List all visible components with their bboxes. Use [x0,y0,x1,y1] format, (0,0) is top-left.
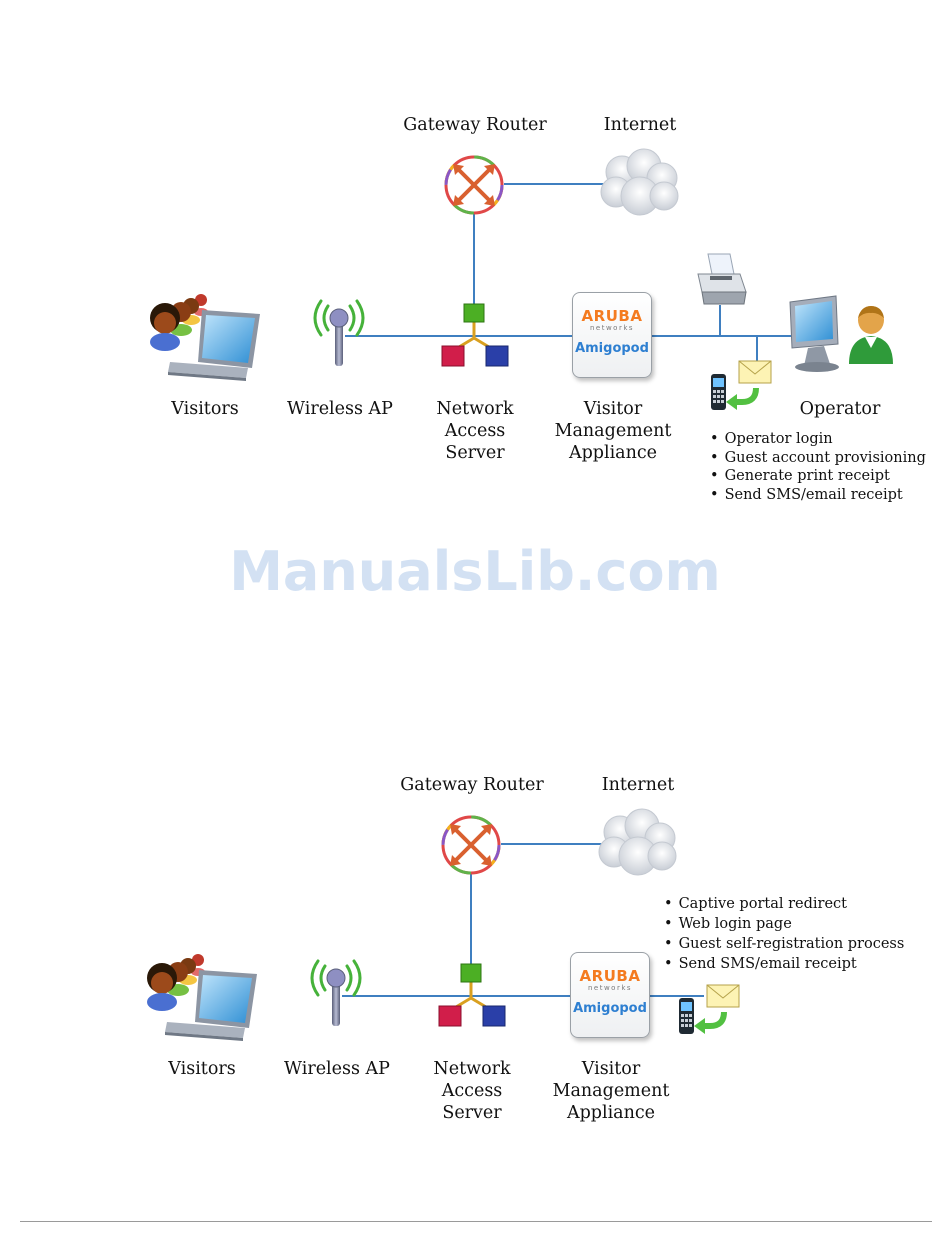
visitors-icon [150,294,208,351]
visitors-icon [147,954,205,1011]
list-item: Send SMS/email receipt [710,486,926,505]
diagram-operator-provisioning: Gateway Router Internet Visitors Wireles… [0,100,950,540]
router-icon [444,155,504,215]
wireless-ap-icon [313,299,365,366]
envelope-icon [738,360,772,384]
visitors-label: Visitors [168,1059,236,1079]
cloud-icon [600,148,679,216]
amigopod-appliance: ARUBA networks Amigopod [572,292,652,378]
phone-icon [679,998,727,1034]
laptop-icon [168,310,260,381]
aruba-logo-text: ARUBA [579,967,641,985]
visitors-label: Visitors [171,399,239,419]
list-item: Guest self-registration process [664,934,905,954]
gateway-router-label: Gateway Router [400,775,544,795]
printer-icon [697,253,747,305]
list-item: Generate print receipt [710,467,926,486]
router-icon [441,815,501,875]
list-item: Web login page [664,914,904,934]
network-links [342,843,704,997]
aruba-logo-text: ARUBA [581,307,643,325]
vma-label: Visitor Management Appliance [554,399,672,463]
nas-label: Network Access Server [433,1059,511,1123]
list-item: Captive portal redirect [664,894,904,914]
footer-divider [20,1221,932,1222]
gateway-router-label: Gateway Router [403,115,547,135]
vma-label: Visitor Management Appliance [552,1059,670,1123]
cloud-icon [598,808,677,876]
aruba-networks-text: networks [589,324,635,332]
internet-label: Internet [601,775,675,795]
envelope-icon [706,984,740,1008]
list-item: Guest account provisioning [710,449,926,468]
monitor-icon [789,295,839,372]
wireless-ap-label: Wireless AP [284,1059,390,1079]
wireless-ap-label: Wireless AP [287,399,393,419]
phone-icon [711,374,759,410]
amigopod-text: Amigopod [573,1001,647,1016]
list-item: Send SMS/email receipt [664,954,904,974]
laptop-icon [165,970,257,1041]
watermark: ManualsLib.com [229,540,721,603]
operator-task-list: Operator login Guest account provisionin… [710,430,926,504]
operator-label: Operator [799,399,881,419]
switch-icon [441,303,509,367]
diagram-self-registration: Gateway Router Internet Visitors Wireles… [0,760,950,1200]
wireless-ap-icon [310,959,362,1026]
list-item: Operator login [710,430,926,449]
switch-icon [438,963,506,1027]
operator-icon [849,306,893,364]
nas-label: Network Access Server [436,399,514,463]
self-registration-task-list: Captive portal redirect Web login page G… [664,894,905,974]
aruba-networks-text: networks [587,984,633,992]
amigopod-text: Amigopod [575,341,649,356]
internet-label: Internet [603,115,677,135]
amigopod-appliance: ARUBA networks Amigopod [570,952,650,1038]
